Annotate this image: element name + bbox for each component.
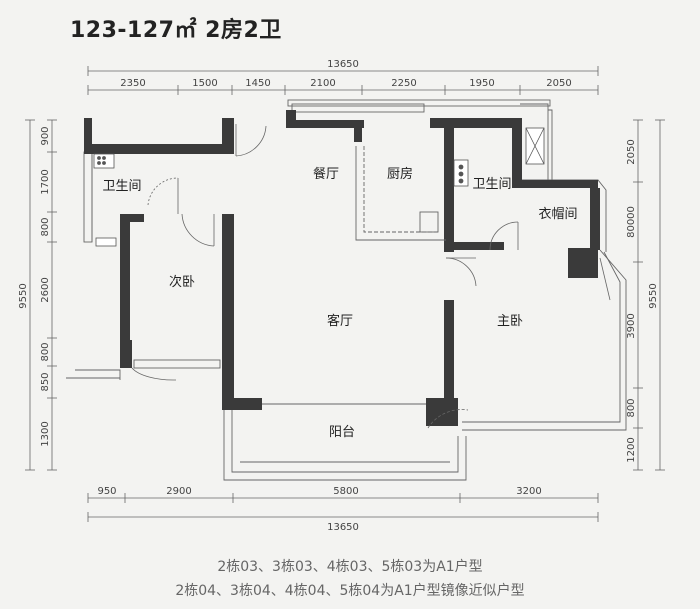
dimension-lines-top bbox=[87, 66, 599, 95]
dim-left-1: 900 bbox=[40, 126, 51, 145]
note-line-2: 2栋04、3栋04、4栋04、5栋04为A1户型镜像近似户型 bbox=[175, 583, 525, 599]
dim-bottom-total: 13650 bbox=[327, 522, 359, 533]
dim-left-7: 1300 bbox=[40, 421, 51, 446]
walls bbox=[84, 110, 600, 426]
room-master-bedroom: 主卧 bbox=[497, 314, 523, 329]
dim-left-2: 1700 bbox=[40, 169, 51, 194]
dim-bottom-1: 950 bbox=[97, 486, 116, 497]
dim-right-3: 3900 bbox=[626, 313, 637, 338]
dim-right-4: 800 bbox=[626, 398, 637, 417]
dim-bottom-3: 5800 bbox=[333, 486, 358, 497]
dim-top-3: 1450 bbox=[245, 78, 270, 89]
dim-right-5: 1200 bbox=[626, 437, 637, 462]
dim-top-7: 2050 bbox=[546, 78, 571, 89]
dim-top-4: 2100 bbox=[310, 78, 335, 89]
room-kitchen: 厨房 bbox=[387, 166, 413, 182]
dim-top-6: 1950 bbox=[469, 78, 494, 89]
dim-top-2: 1500 bbox=[192, 78, 217, 89]
room-bath-right: 卫生间 bbox=[472, 177, 511, 192]
room-balcony: 阳台 bbox=[329, 425, 355, 440]
dim-top-total: 13650 bbox=[327, 59, 359, 70]
door-swings bbox=[131, 124, 611, 429]
dim-top-1: 2350 bbox=[120, 78, 145, 89]
dim-right-total: 9550 bbox=[648, 283, 659, 308]
dimension-lines-right bbox=[633, 119, 665, 471]
room-second-bedroom: 次卧 bbox=[169, 274, 195, 290]
dimension-lines-left bbox=[25, 119, 57, 471]
room-living: 客厅 bbox=[327, 313, 353, 329]
vanity-icon bbox=[95, 237, 117, 247]
room-bath-left: 卫生间 bbox=[102, 179, 141, 194]
dim-left-6: 850 bbox=[40, 372, 51, 391]
note-line-1: 2栋03、3栋03、4栋03、5栋03为A1户型 bbox=[217, 559, 483, 575]
plan-title: 123-127㎡ 2房2卫 bbox=[70, 18, 282, 43]
dim-bottom-4: 3200 bbox=[516, 486, 541, 497]
room-closet: 衣帽间 bbox=[538, 206, 577, 222]
room-dining: 餐厅 bbox=[313, 166, 339, 182]
dim-left-5: 800 bbox=[40, 342, 51, 361]
dimension-lines-bottom bbox=[87, 493, 599, 522]
dim-right-2: 80000 bbox=[626, 206, 637, 238]
dim-bottom-2: 2900 bbox=[166, 486, 191, 497]
fixtures bbox=[93, 127, 545, 247]
dim-right-1: 2050 bbox=[626, 139, 637, 164]
kitchen-counter bbox=[355, 146, 446, 241]
dim-left-total: 9550 bbox=[18, 283, 29, 308]
dim-left-3: 800 bbox=[40, 217, 51, 236]
dim-left-4: 2600 bbox=[40, 277, 51, 302]
dim-top-5: 2250 bbox=[391, 78, 416, 89]
